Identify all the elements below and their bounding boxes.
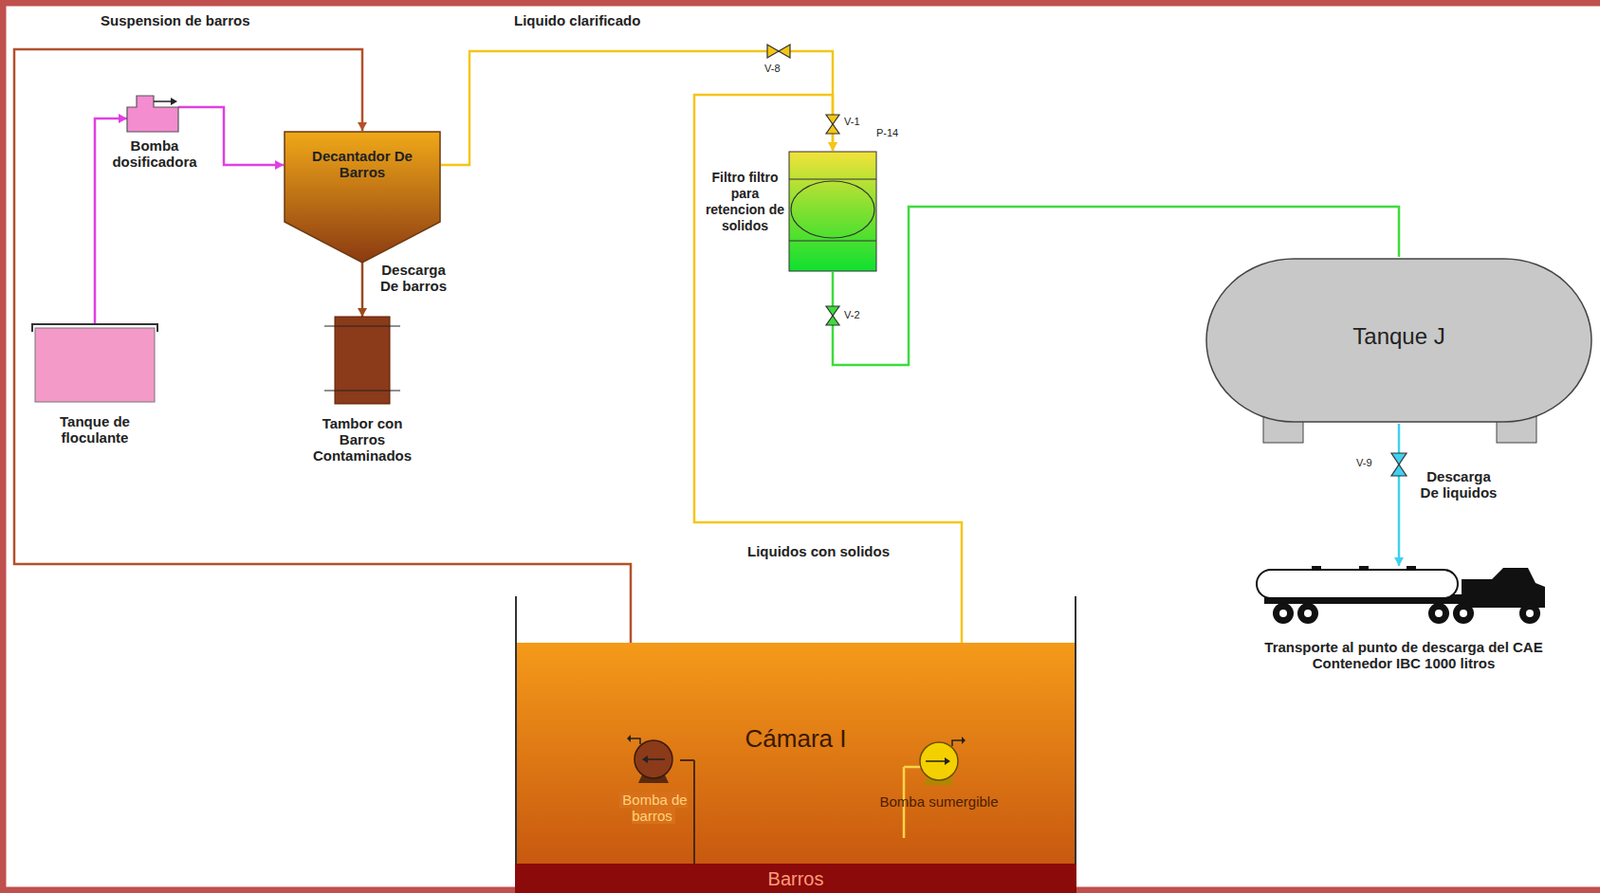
node-label: Barros [514,868,1077,890]
node-label: Contenedor IBC 1000 litros [1223,655,1584,672]
node-shape [125,93,183,134]
pump-symbol: Bomba dosificadora [94,93,215,174]
node-label: Bomba dosificadora [94,137,215,170]
flow-label: Suspension de barros [100,12,281,29]
sludge-band: Barros [514,864,1077,893]
node-label: Transporte al punto de descarga del CAE [1223,639,1584,656]
tank-box: Tanque de floculante [28,320,162,450]
node-label: Bomba de barros [596,791,711,825]
node-label: Cámara I [514,724,1077,754]
truck-symbol: Transporte al punto de descarga del CAEC… [1223,559,1584,676]
flow-label: Descarga De liquidos [1418,468,1499,501]
node-shape [788,150,878,273]
node-label: Tambor con Barros Contaminados [305,415,420,464]
valve-symbol [1391,453,1407,477]
chamber: Cámara I Bomba de barros Bomba sumergibleB… [514,596,1077,893]
node-label: Filtro filtro para retencion de solidos [703,169,787,235]
filter-box: Filtro filtro para retencion de solidos [703,150,878,273]
valve-symbol [826,306,840,326]
pipe-line [14,49,631,737]
drum-symbol: Tambor con Barros Contaminados [291,316,434,468]
arrow-head [118,113,128,124]
pipe-line [94,118,128,325]
arrow-head [827,142,838,151]
pump-symbol: Bomba sumergible [867,738,1011,814]
node-shape [1254,566,1549,627]
pipe-connector [357,262,368,317]
node-label: Tanque J [1204,323,1594,350]
valve-symbol [826,114,840,134]
label-patch: Bomba de barros [619,791,687,825]
flow-label: Descarga De barros [375,261,452,295]
valve-tag: V-9 [1356,457,1373,470]
pipe-connector [441,51,838,166]
flow-label: Liquidos con solidos [747,543,919,560]
node-shape [32,320,158,405]
valve-tag: V-1 [844,115,861,129]
valve-tag: V-2 [844,309,861,322]
node-label: Tanque de floculante [28,413,162,446]
pipe-line [1397,423,1401,567]
valve-symbol [767,44,791,58]
pipe-connector [1394,423,1404,567]
arrow-head [827,142,838,151]
storage-tank: Tanque J [1204,257,1594,424]
arrow-head [1394,557,1404,567]
pump-symbol: Bomba de barros [596,736,711,828]
valve-tag: P-14 [876,127,899,140]
valve-tag: V-8 [764,62,781,75]
pipe-line [694,94,962,739]
node-shape [912,738,966,787]
arrow-head [357,308,368,317]
pipe-line [441,51,833,166]
pipe-connector [14,49,631,737]
node-shape [626,736,681,785]
node-label: Bomba sumergible [867,793,1011,810]
node-label: Decantador De Barros [312,147,413,181]
node-shape [324,316,401,405]
settler-tank: Decantador De Barros [283,130,442,264]
arrow-head [357,122,368,131]
arrow-head [275,160,284,170]
pipe-connector [94,113,128,325]
pipe-connector [694,94,962,739]
flow-label: Liquido clarificado [514,12,676,29]
